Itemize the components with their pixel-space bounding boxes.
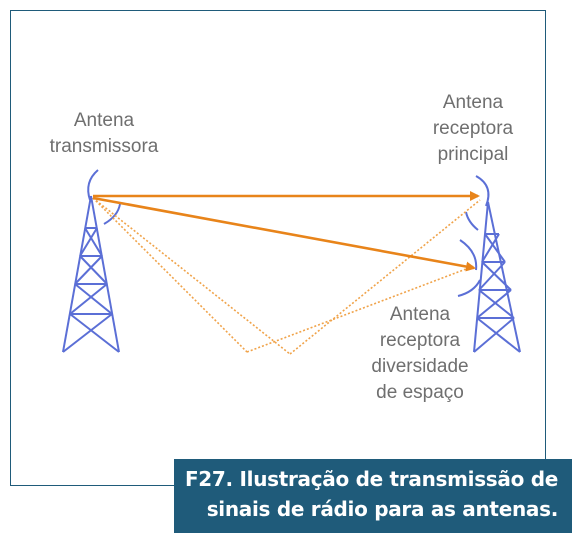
receiver-tower-icon (457, 175, 521, 353)
reflected-signals (92, 197, 481, 355)
diversity-receiver-label-line: Antena (389, 304, 451, 325)
diversity-receiver-label-line: de espaço (376, 382, 464, 403)
direct-signals (92, 191, 480, 272)
transmitter-label-line: Antena (73, 110, 135, 131)
caption-line-2: sinais de rádio para as antenas. (206, 497, 559, 521)
main-receiver-label-line: Antena (442, 92, 504, 113)
main-receiver-label-line: receptora (432, 118, 514, 139)
diversity-receiver-label-line: receptora (379, 330, 461, 351)
main-receiver-label-line: principal (437, 144, 509, 165)
diversity-receiver-label: Antena receptora diversidade de espaço (360, 302, 480, 406)
caption-line-1: F27. Ilustração de transmissão de (184, 467, 558, 491)
transmitter-label: Antena transmissora (34, 108, 174, 160)
transmitter-label-line: transmissora (49, 136, 159, 157)
diversity-receiver-label-line: diversidade (371, 356, 469, 377)
transmitter-tower-icon (62, 169, 121, 353)
figure-caption: F27. Ilustração de transmissão de sinais… (174, 459, 572, 533)
main-receiver-label: Antena receptora principal (418, 90, 528, 168)
